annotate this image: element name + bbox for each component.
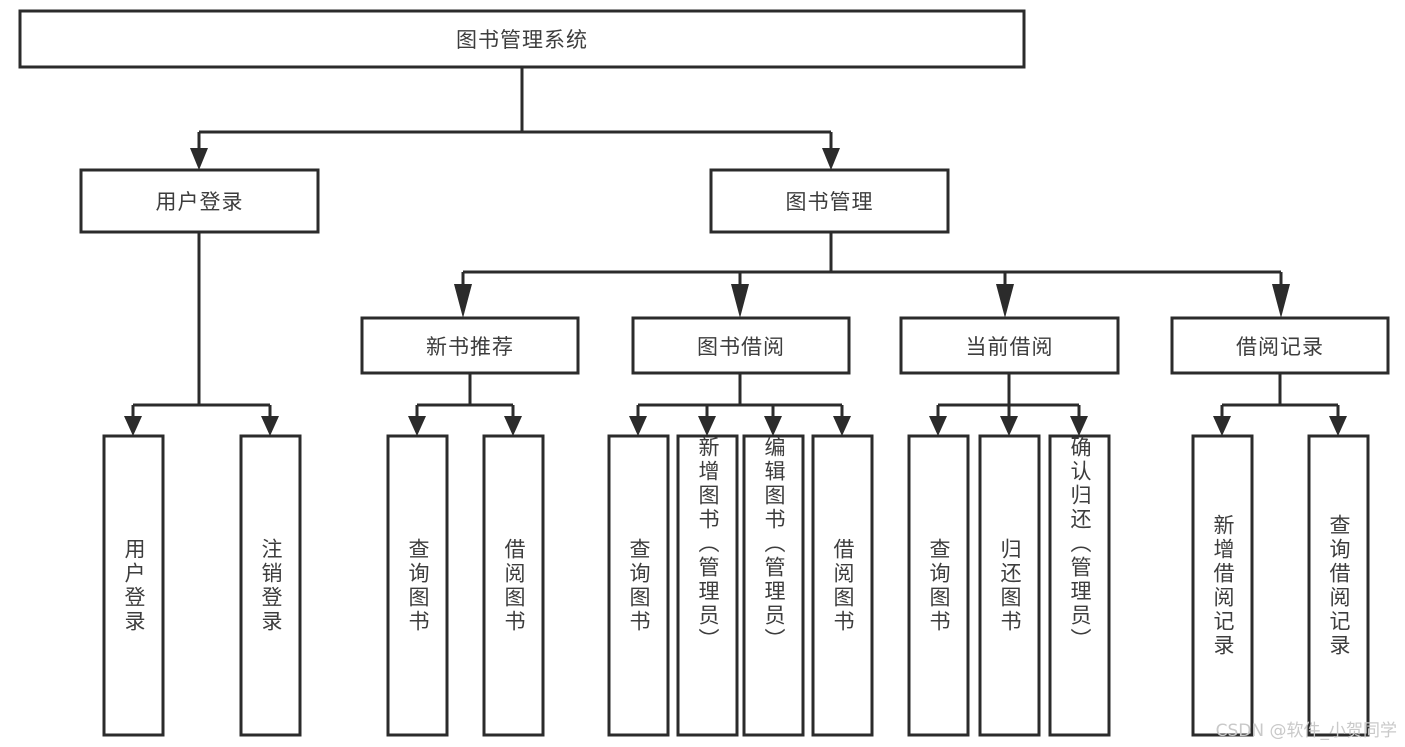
node-leaf-edit-book-box[interactable] — [742, 434, 805, 737]
arrowhead-to-borrow-record — [1272, 284, 1290, 318]
arrowhead-leaf-query-record — [1329, 416, 1347, 436]
arrowhead-leaf-borrow-book-1 — [504, 416, 522, 436]
node-borrow-record-box[interactable] — [1170, 316, 1390, 375]
arrowhead-leaf-borrow-book-2 — [833, 416, 851, 436]
node-leaf-query-book-1-box[interactable] — [386, 434, 449, 737]
node-leaf-user-login-box[interactable] — [102, 434, 165, 737]
arrowhead-to-current-borrow — [996, 284, 1014, 318]
node-leaf-query-record-box[interactable] — [1307, 434, 1370, 737]
node-leaf-borrow-book-2-box[interactable] — [811, 434, 874, 737]
node-user-login-box[interactable] — [79, 168, 320, 234]
node-leaf-confirm-return-box[interactable] — [1048, 434, 1111, 737]
node-leaf-query-book-3-box[interactable] — [907, 434, 970, 737]
arrowhead-to-book-management — [822, 148, 840, 170]
arrowhead-leaf-logout — [261, 416, 279, 436]
arrowhead-to-user-login — [190, 148, 208, 170]
node-new-book-recommend-box[interactable] — [360, 316, 580, 375]
node-leaf-query-book-2-box[interactable] — [607, 434, 670, 737]
node-leaf-add-book-box[interactable] — [676, 434, 739, 737]
arrowhead-leaf-query-book-2 — [629, 416, 647, 436]
arrowhead-leaf-return-book — [1000, 416, 1018, 436]
arrowhead-leaf-confirm-return — [1070, 416, 1088, 436]
node-leaf-borrow-book-1-box[interactable] — [482, 434, 545, 737]
node-book-borrow-box[interactable] — [631, 316, 851, 375]
node-current-borrow-box[interactable] — [899, 316, 1120, 375]
node-leaf-logout-box[interactable] — [239, 434, 302, 737]
arrowhead-leaf-user-login — [124, 416, 142, 436]
arrowhead-to-book-borrow — [731, 284, 749, 318]
node-root-box[interactable] — [18, 9, 1026, 69]
arrowhead-leaf-add-record — [1213, 416, 1231, 436]
arrowhead-leaf-add-book — [698, 416, 716, 436]
arrowhead-leaf-query-book-1 — [408, 416, 426, 436]
arrowhead-leaf-query-book-3 — [929, 416, 947, 436]
node-book-management-box[interactable] — [709, 168, 950, 234]
node-leaf-return-book-box[interactable] — [978, 434, 1041, 737]
node-leaf-add-record-box[interactable] — [1191, 434, 1254, 737]
arrowhead-leaf-edit-book — [764, 416, 782, 436]
arrowhead-to-new-book-recommend — [454, 284, 472, 318]
